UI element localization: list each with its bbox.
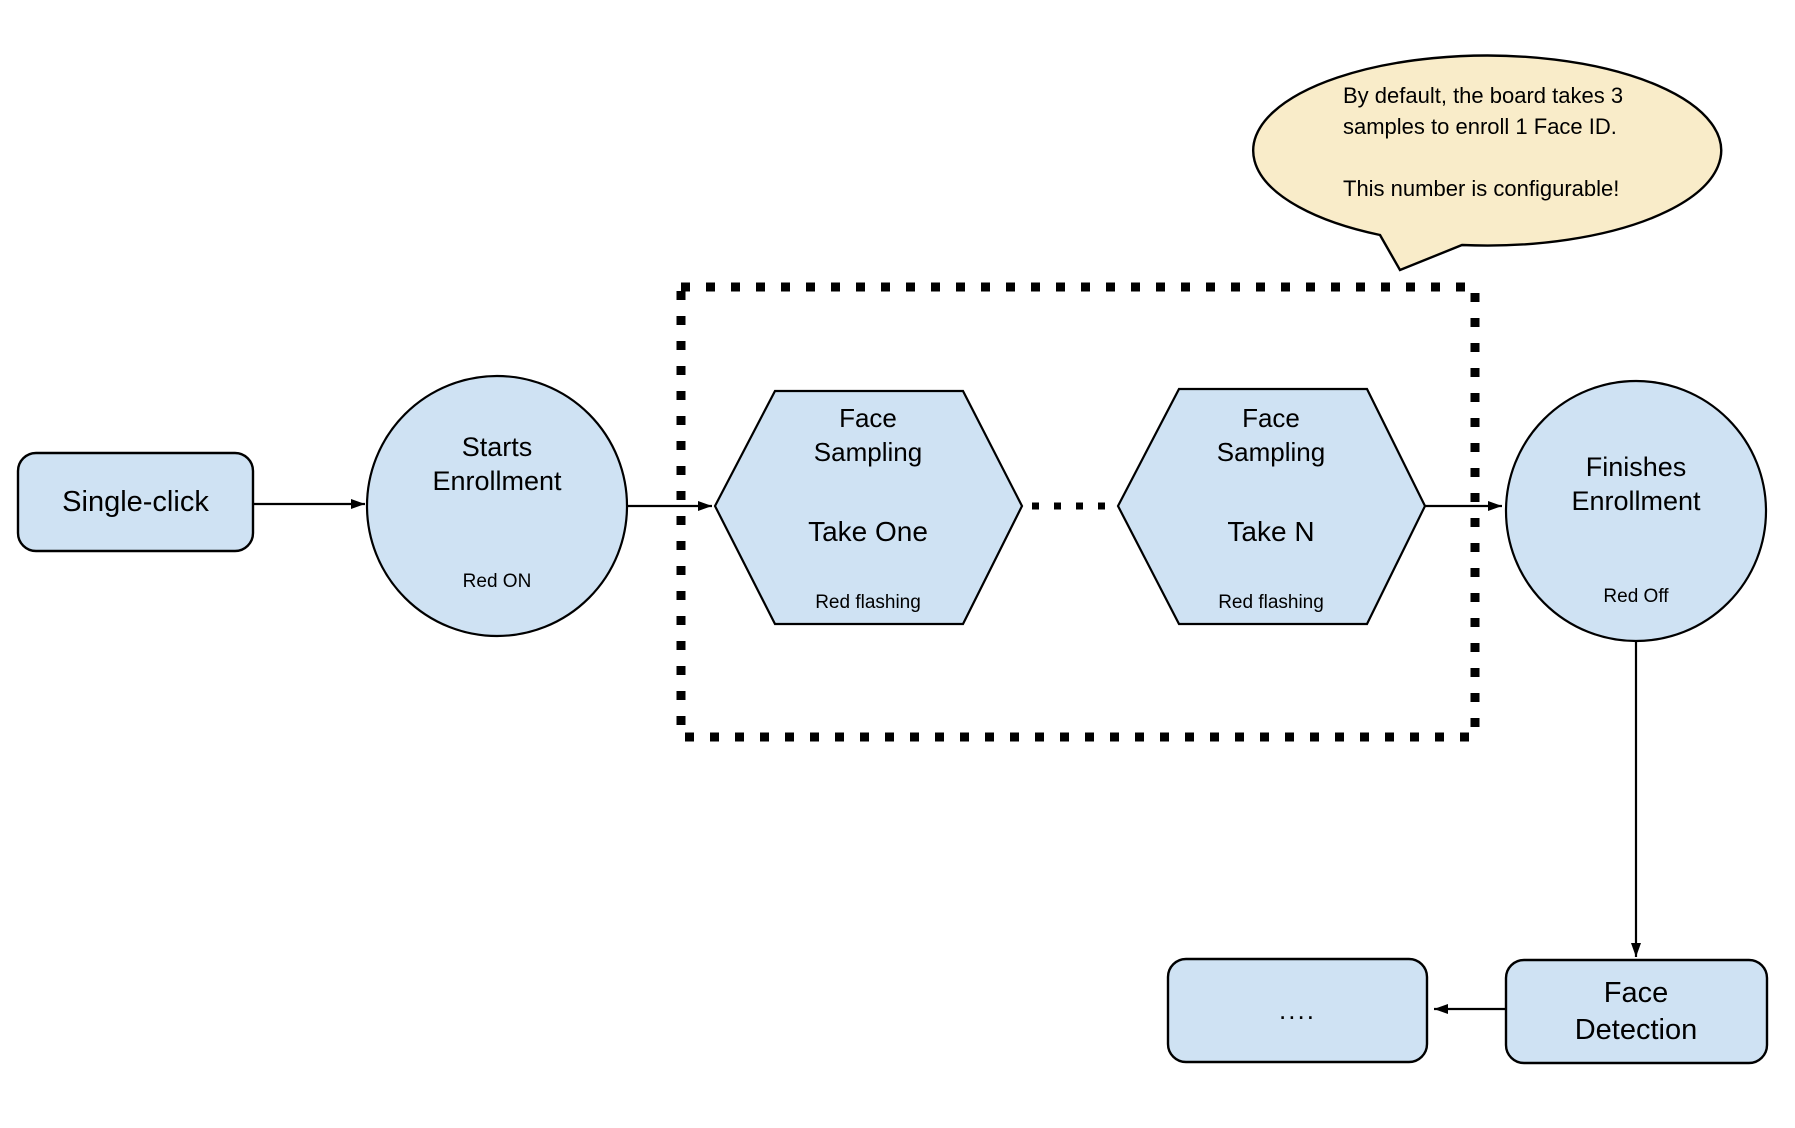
face-sampling-n-status: Red flashing: [1218, 592, 1324, 613]
speech-bubble-text: By default, the board takes 3 samples to…: [1343, 80, 1693, 204]
speech-bubble-line: [1343, 142, 1693, 173]
face-detection-box: [1504, 958, 1769, 1065]
finishes-enrollment-circle: [1504, 379, 1768, 643]
face-sampling-n-title: Face Sampling: [1216, 403, 1326, 467]
finishes-enrollment-title: Finishes Enrollment: [1571, 452, 1701, 516]
face-sampling-one-action: Take One: [808, 516, 928, 547]
face-sampling-one-hexagon: [713, 389, 1024, 626]
starts-enrollment-circle: [365, 374, 629, 638]
speech-bubble-line: samples to enroll 1 Face ID.: [1343, 114, 1617, 139]
speech-bubble: [1251, 54, 1723, 272]
single-click-label: Single-click: [62, 485, 209, 518]
single-click-box: [16, 451, 255, 553]
face-sampling-one-title: Face Sampling: [813, 403, 923, 467]
starts-enrollment-title: Starts Enrollment: [432, 432, 562, 496]
continuation-label: ....: [1279, 995, 1316, 1025]
face-sampling-one-status: Red flashing: [815, 592, 921, 613]
continuation-box: [1166, 957, 1429, 1064]
finishes-enrollment-status: Red Off: [1603, 586, 1669, 607]
speech-bubble-line: By default, the board takes 3: [1343, 83, 1624, 108]
face-sampling-n-hexagon: [1116, 387, 1427, 626]
face-sampling-n-action: Take N: [1227, 516, 1315, 547]
starts-enrollment-status: Red ON: [462, 571, 532, 592]
face-detection-label: Face Detection: [1574, 976, 1698, 1046]
speech-bubble-line: This number is configurable!: [1343, 176, 1620, 201]
